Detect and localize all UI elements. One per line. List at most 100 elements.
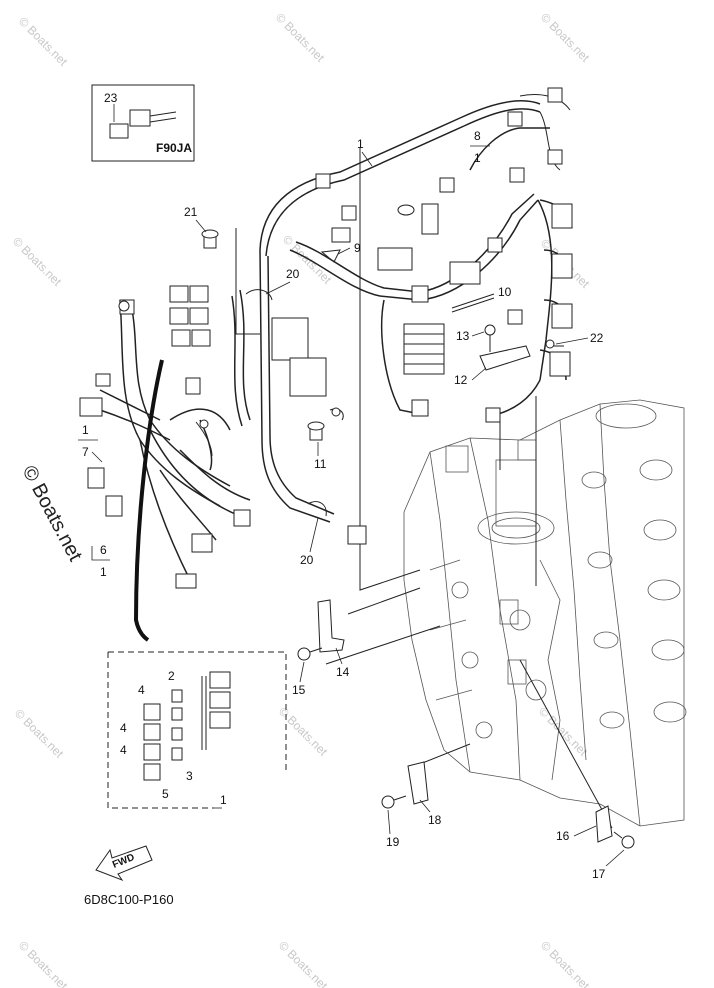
right-connector-group [485,199,573,423]
sensor-plug [185,377,201,395]
callout-1-under-8: 1 [474,151,481,165]
ecm-connector-lower [289,357,327,397]
part-18-bracket [407,761,429,805]
callout-18: 18 [428,813,442,827]
part-15-bolt-head [297,647,311,661]
fwd-arrow: FWD [95,845,153,882]
callout-22: 22 [590,331,604,345]
harness-connector-right-1 [547,149,563,165]
part-10-cable-tie [451,293,495,309]
callout-4-second: 4 [120,721,127,735]
callout-14: 14 [336,665,350,679]
engine-block-illustration [403,399,687,827]
harness-connector-mid-right [487,237,503,253]
relay-1 [169,285,189,303]
harness-plug-bottom [175,573,197,589]
callout-7: 7 [82,445,89,459]
callout-1-inset: 1 [220,793,227,807]
callout-1-under-6: 1 [100,565,107,579]
part-20-clamp-top [245,289,273,301]
harness-plug-block [377,247,413,271]
callout-1-top: 1 [357,137,364,151]
harness-junction-block [449,261,481,285]
watermark-top-center: © Boats.net [273,10,328,65]
callout-8: 8 [474,129,481,143]
callout-5: 5 [162,787,169,801]
callout-2: 2 [168,669,175,683]
callout-23: 23 [104,91,118,105]
side-connector-small [507,309,523,325]
watermark-bottom-center: © Boats.net [276,938,331,988]
callout-11: 11 [314,457,327,471]
callout-21: 21 [184,205,198,219]
callout-3: 3 [186,769,193,783]
model-label: F90JA [156,141,192,155]
watermark-mid-left: © Boats.net [10,234,65,289]
harness-plug-lower [191,533,213,553]
watermark-bottom-left: © Boats.net [16,938,71,988]
callout-13: 13 [456,329,470,343]
inset-box-23: 23 F90JA [91,84,195,162]
callout-1-left: 1 [82,423,89,437]
harness-end-block [347,525,367,545]
part-23-connector-mate [129,109,151,127]
harness-ring-terminal [397,204,415,216]
small-parts-group [201,229,564,517]
callout-12: 12 [454,373,468,387]
relay-3 [169,307,189,325]
harness-connector-center [439,177,455,193]
part-17-bolt-head [621,835,635,849]
callout-15: 15 [292,683,306,697]
ecm-connector-upper [271,317,309,361]
harness-connector-top [547,87,563,103]
coil-connector-4 [549,351,571,377]
harness-connector-right-3 [509,167,525,183]
part-12-bracket [479,345,531,371]
inset-leader-line [133,359,164,642]
watermark-top-right: © Boats.net [538,10,593,65]
fuse-holder-6b [105,495,123,517]
watermark-large-left: © Boats.net [18,462,87,565]
relay-4 [189,307,209,325]
relay-6 [191,329,211,347]
connector-small-left [95,373,111,387]
watermark-low-left: © Boats.net [12,706,67,761]
callout-10: 10 [498,285,512,299]
reference-lines [235,148,613,829]
harness-connector-lower [411,285,429,303]
watermark-bottom-right: © Boats.net [538,938,593,988]
harness-end-connector [485,407,501,423]
coil-connector-2 [551,253,573,279]
left-wire-harness [79,285,367,589]
part-19-bolt-head [381,795,395,809]
relay-inset: 2 4 4 4 3 5 1 [107,651,287,809]
watermark-top-left: © Boats.net [16,14,71,69]
harness-connector-9 [331,227,351,243]
part-23-connector [109,123,129,139]
coil-connector-1 [551,203,573,229]
connector-7-main [79,397,103,417]
callout-20-top: 20 [286,267,300,281]
part-20-clamp-bottom [307,501,327,517]
part-9-clamp [320,249,341,263]
part-13-bolt-head [484,324,496,336]
lower-fasteners-group [297,599,635,849]
callout-16: 16 [556,829,570,843]
relay-2 [189,285,209,303]
harness-wrapped-section [403,323,445,375]
fuse-holder-6 [87,467,105,489]
callout-20-bottom: 20 [300,553,314,567]
callout-6: 6 [100,543,107,557]
callout-17: 17 [592,867,606,881]
callout-4-first: 4 [138,683,145,697]
part-16-bracket [595,805,613,843]
diagram-code: 6D8C100-P160 [84,892,174,907]
callout-9: 9 [354,241,361,255]
callout-19: 19 [386,835,400,849]
main-wire-harness [259,87,571,523]
watermark-low-center: © Boats.net [276,704,331,759]
harness-connector-mid [341,205,357,221]
terminal-connector [233,509,251,527]
